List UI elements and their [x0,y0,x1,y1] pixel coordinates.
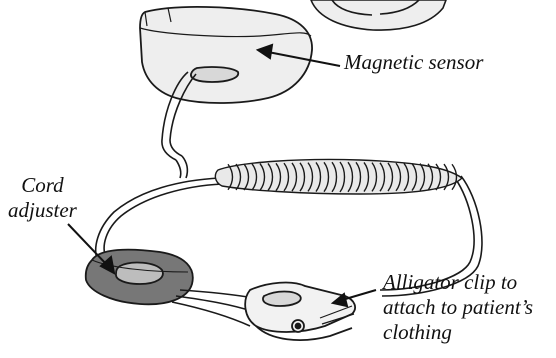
arrow-cord-adjuster [68,224,108,266]
alligator-clip-label: Alligator clip to attach to patient’s cl… [383,270,533,345]
cord-adjuster-label-line-2: adjuster [8,198,77,223]
alligator-clip-label-line-1: Alligator clip to [383,270,533,295]
alligator-clip-label-line-2: attach to patient’s [383,295,533,320]
coiled-cord [215,159,462,194]
alligator-clip-label-line-3: clothing [383,320,533,345]
magnetic-sensor-label: Magnetic sensor [344,50,483,75]
alligator-clip [245,283,355,341]
second-sensor-partial [311,0,446,30]
cord-adjuster-label-line-1: Cord [8,173,77,198]
magnetic-sensor-label-text: Magnetic sensor [344,50,483,75]
cord-adjuster-label: Cord adjuster [8,173,77,223]
arrow-alligator-clip [342,290,376,300]
